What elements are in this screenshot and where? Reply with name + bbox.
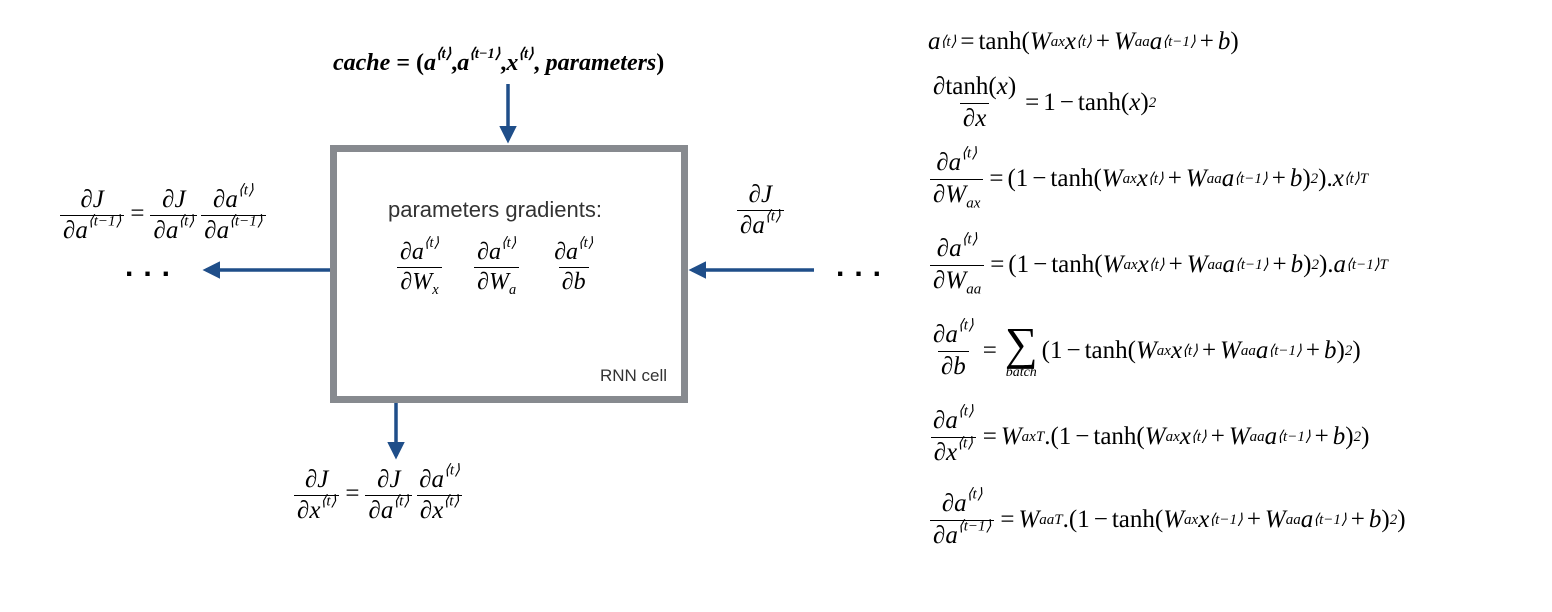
cache-equation: cache = (a⟨t⟩,a⟨t−1⟩,x⟨t⟩, parameters) — [333, 45, 665, 76]
grad-wa: ∂a⟨t⟩∂Wa — [474, 236, 520, 297]
right-input-gradient: ∂J∂a⟨t⟩ — [735, 181, 786, 240]
grad-b: ∂a⟨t⟩∂b — [554, 234, 594, 296]
parameter-gradients: ∂a⟨t⟩∂Wx ∂a⟨t⟩∂Wa ∂a⟨t⟩∂b — [395, 234, 598, 297]
equation-tanh-derivative: ∂tanh(x)∂x=1−tanh(x)2 — [933, 73, 1157, 132]
right-ellipsis: ... — [836, 250, 892, 283]
rnn-cell-box: parameters gradients: ∂a⟨t⟩∂Wx ∂a⟨t⟩∂Wa … — [330, 145, 688, 403]
grad-wx: ∂a⟨t⟩∂Wx — [397, 236, 442, 297]
left-ellipsis: ... — [125, 250, 181, 283]
left-output-equation: ∂J∂a⟨t−1⟩=∂J∂a⟨t⟩∂a⟨t⟩∂a⟨t−1⟩ — [58, 183, 268, 245]
bottom-output-equation: ∂J∂x⟨t⟩=∂J∂a⟨t⟩∂a⟨t⟩∂x⟨t⟩ — [292, 463, 465, 525]
cell-label: RNN cell — [599, 366, 667, 385]
cell-title: parameters gradients: — [388, 197, 602, 222]
